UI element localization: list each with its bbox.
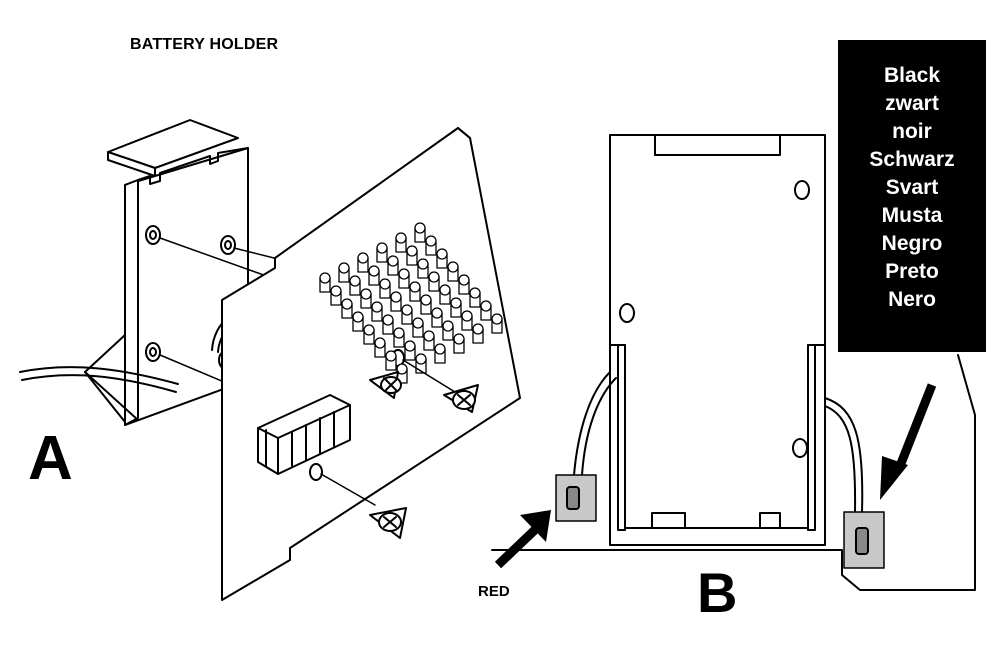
black-wire-arrow — [880, 383, 937, 500]
led — [393, 327, 405, 348]
led — [412, 317, 424, 338]
led — [390, 291, 402, 312]
led — [447, 261, 459, 282]
led — [398, 268, 410, 289]
led — [396, 363, 408, 384]
circuit-board — [221, 127, 521, 601]
figure-b-label: B — [697, 561, 738, 624]
mounting-screw — [369, 359, 456, 399]
black-label-item: Nero — [888, 288, 936, 311]
mounting-screw — [443, 384, 479, 413]
led — [404, 340, 416, 361]
battery-compartment — [491, 134, 976, 591]
led — [428, 271, 440, 292]
led — [387, 255, 399, 276]
led — [417, 258, 429, 279]
battery-holder-bracket — [19, 119, 291, 426]
led — [319, 272, 331, 293]
led — [439, 284, 451, 305]
black-wire-translations: Black zwart noir Schwarz Svart Musta Neg… — [838, 40, 986, 314]
led — [352, 311, 364, 332]
led — [434, 343, 446, 364]
black-label-item: Black — [883, 64, 941, 87]
led-array — [319, 222, 503, 384]
led — [330, 285, 342, 306]
black-wire-label-box: Black zwart noir Schwarz Svart Musta Neg… — [838, 40, 986, 352]
led — [491, 313, 503, 334]
led — [360, 288, 372, 309]
led — [379, 278, 391, 299]
red-wire-label: RED — [478, 583, 510, 600]
led — [442, 320, 454, 341]
black-label-item: Negro — [881, 232, 943, 255]
led — [368, 265, 380, 286]
led — [431, 307, 443, 328]
led — [401, 304, 413, 325]
led — [436, 248, 448, 269]
led — [376, 242, 388, 263]
led — [385, 350, 397, 371]
black-label-item: noir — [892, 120, 932, 143]
led — [338, 262, 350, 283]
led — [406, 245, 418, 266]
led — [349, 275, 361, 296]
led — [469, 287, 481, 308]
black-wire-connector — [843, 511, 885, 569]
led — [458, 274, 470, 295]
led — [461, 310, 473, 331]
black-label-item: zwart — [885, 92, 939, 115]
black-label-item: Preto — [885, 260, 939, 283]
led — [415, 353, 427, 374]
led — [374, 337, 386, 358]
led — [371, 301, 383, 322]
led — [453, 333, 465, 354]
led — [382, 314, 394, 335]
led — [480, 300, 492, 321]
led — [341, 298, 353, 319]
black-label-item: Schwarz — [869, 148, 955, 171]
led — [357, 252, 369, 273]
red-wire-arrow — [494, 510, 551, 569]
led — [423, 330, 435, 351]
led — [409, 281, 421, 302]
led — [472, 323, 484, 344]
led — [414, 222, 426, 243]
mounting-screw — [320, 473, 407, 539]
led — [425, 235, 437, 256]
led — [363, 324, 375, 345]
led — [450, 297, 462, 318]
figure-a-label: A — [28, 424, 73, 493]
diagram-title: BATTERY HOLDER — [130, 36, 279, 53]
led — [420, 294, 432, 315]
black-label-item: Musta — [881, 204, 943, 227]
led — [395, 232, 407, 253]
red-wire-connector — [555, 474, 597, 522]
black-label-item: Svart — [885, 176, 939, 199]
